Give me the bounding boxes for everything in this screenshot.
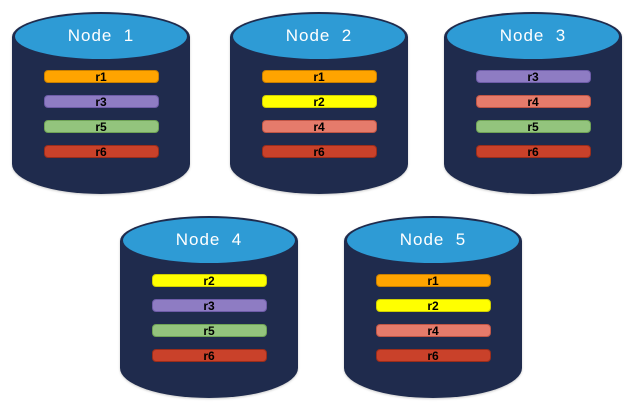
cylinder-body: [120, 241, 298, 398]
replica-bar: r5: [151, 323, 267, 338]
replica-list: r1 r2 r4 r6: [344, 274, 522, 362]
replica-label: r3: [95, 94, 107, 109]
replica-label: r3: [527, 69, 539, 84]
replica-label: r2: [313, 94, 325, 109]
replica-bar: r3: [151, 298, 267, 313]
node-title: Node 3: [499, 25, 567, 45]
replica-label: r5: [203, 323, 215, 338]
cylinder-body: [444, 37, 622, 194]
replica-label: r6: [313, 144, 325, 159]
replica-bar: r1: [261, 69, 377, 84]
cylinder-top: Node 1: [15, 14, 187, 59]
replica-bar: r2: [375, 298, 491, 313]
cylinder-top: Node 4: [123, 218, 295, 263]
replica-list: r2 r3 r5 r6: [120, 274, 298, 362]
replica-label: r5: [95, 119, 107, 134]
node-cylinder: Node 5 r1 r2 r4 r6: [344, 216, 522, 398]
node-cylinder: Node 3 r3 r4 r5 r6: [444, 12, 622, 194]
replica-bar: r5: [43, 119, 159, 134]
cylinder-top: Node 3: [447, 14, 619, 59]
replica-label: r4: [527, 94, 539, 109]
replica-list: r1 r2 r4 r6: [230, 70, 408, 158]
replica-label: r1: [427, 273, 439, 288]
cylinder-top: Node 5: [347, 218, 519, 263]
node-title: Node 1: [67, 25, 135, 45]
replica-list: r1 r3 r5 r6: [12, 70, 190, 158]
replica-label: r3: [203, 298, 215, 313]
replica-label: r6: [427, 348, 439, 363]
node-cylinder: Node 4 r2 r3 r5 r6: [120, 216, 298, 398]
node-title: Node 2: [285, 25, 353, 45]
replica-bar: r2: [261, 94, 377, 109]
replica-bar: r1: [375, 273, 491, 288]
replica-label: r6: [527, 144, 539, 159]
node-cylinder: Node 1 r1 r3 r5 r6: [12, 12, 190, 194]
cylinder-top: Node 2: [233, 14, 405, 59]
replica-label: r6: [203, 348, 215, 363]
replica-bar: r3: [475, 69, 591, 84]
replica-label: r2: [427, 298, 439, 313]
replica-bar: r5: [475, 119, 591, 134]
replica-bar: r2: [151, 273, 267, 288]
node-title: Node 4: [175, 229, 243, 249]
replica-label: r6: [95, 144, 107, 159]
replica-bar: r6: [43, 144, 159, 159]
replica-bar: r6: [151, 348, 267, 363]
replica-bar: r6: [375, 348, 491, 363]
replica-bar: r3: [43, 94, 159, 109]
replica-label: r5: [527, 119, 539, 134]
replica-label: r1: [313, 69, 325, 84]
replica-bar: r4: [375, 323, 491, 338]
replica-list: r3 r4 r5 r6: [444, 70, 622, 158]
node-cylinder: Node 2 r1 r2 r4 r6: [230, 12, 408, 194]
cylinder-body: [12, 37, 190, 194]
replica-label: r4: [427, 323, 439, 338]
cylinder-body: [230, 37, 408, 194]
cylinder-body: [344, 241, 522, 398]
replica-bar: r6: [261, 144, 377, 159]
replica-bar: r4: [261, 119, 377, 134]
node-title: Node 5: [399, 229, 467, 249]
replica-bar: r4: [475, 94, 591, 109]
replica-label: r2: [203, 273, 215, 288]
replica-label: r4: [313, 119, 325, 134]
replica-bar: r1: [43, 69, 159, 84]
replica-bar: r6: [475, 144, 591, 159]
replica-label: r1: [95, 69, 107, 84]
